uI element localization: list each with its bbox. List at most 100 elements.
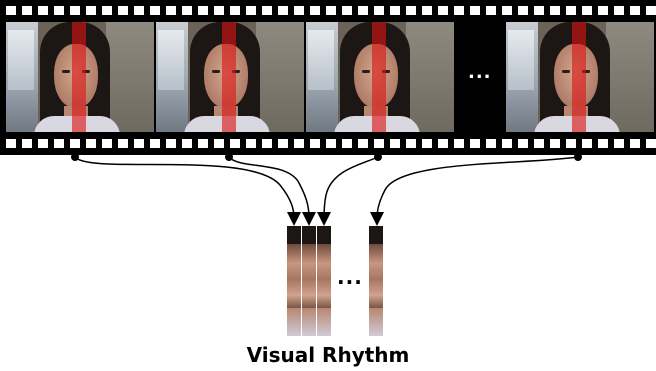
sprocket-hole <box>374 139 384 148</box>
arrowhead-2 <box>302 212 316 226</box>
sprocket-hole <box>406 6 416 15</box>
film-ellipsis: ... <box>468 62 492 83</box>
sprocket-hole <box>246 139 256 148</box>
sprocket-hole <box>502 139 512 148</box>
sprocket-hole <box>422 6 432 15</box>
sprocket-hole <box>342 139 352 148</box>
arrowhead-3 <box>317 212 331 226</box>
sprocket-hole <box>294 6 304 15</box>
sprocket-hole <box>566 6 576 15</box>
sprocket-hole <box>294 139 304 148</box>
sprocket-hole <box>310 6 320 15</box>
sprocket-hole <box>134 6 144 15</box>
sprocket-hole <box>518 6 528 15</box>
sprocket-hole <box>86 6 96 15</box>
sprocket-hole <box>646 139 656 148</box>
sprocket-hole <box>262 139 272 148</box>
sprocket-hole <box>470 139 480 148</box>
sprocket-hole <box>534 6 544 15</box>
arrow-1 <box>74 156 295 219</box>
sprocket-hole <box>262 6 272 15</box>
arrow-n <box>376 156 579 219</box>
sprocket-hole <box>454 6 464 15</box>
sprocket-hole <box>630 139 640 148</box>
sprocket-hole <box>150 139 160 148</box>
sprocket-hole <box>118 139 128 148</box>
film-sprocket-holes-top <box>0 6 656 16</box>
sprocket-hole <box>70 139 80 148</box>
film-strip: ... <box>0 0 656 155</box>
sprocket-hole <box>86 139 96 148</box>
sprocket-hole <box>534 139 544 148</box>
sprocket-hole <box>22 6 32 15</box>
sprocket-hole <box>182 6 192 15</box>
scan-line-marker <box>572 22 586 132</box>
sprocket-hole <box>470 6 480 15</box>
sprocket-hole <box>70 6 80 15</box>
sprocket-hole <box>390 6 400 15</box>
sprocket-hole <box>582 6 592 15</box>
sprocket-hole <box>230 6 240 15</box>
sprocket-hole <box>22 139 32 148</box>
video-frame-n <box>506 22 654 132</box>
sprocket-hole <box>214 6 224 15</box>
video-frame-2 <box>156 22 304 132</box>
sprocket-hole <box>326 139 336 148</box>
sprocket-hole <box>38 139 48 148</box>
sprocket-hole <box>358 139 368 148</box>
arrow-3 <box>323 156 379 219</box>
sprocket-hole <box>582 139 592 148</box>
scan-line-marker <box>222 22 236 132</box>
rhythm-ellipsis: ... <box>337 265 363 289</box>
rhythm-slice-1 <box>287 226 301 336</box>
rhythm-slice-3 <box>317 226 331 336</box>
sprocket-hole <box>326 6 336 15</box>
sprocket-hole <box>518 139 528 148</box>
sprocket-hole <box>38 6 48 15</box>
sprocket-hole <box>6 139 16 148</box>
sprocket-hole <box>150 6 160 15</box>
arrow-2 <box>228 156 310 219</box>
sprocket-hole <box>310 139 320 148</box>
sprocket-hole <box>438 6 448 15</box>
sprocket-hole <box>406 139 416 148</box>
video-frame-1 <box>6 22 154 132</box>
sprocket-hole <box>374 6 384 15</box>
sprocket-hole <box>358 6 368 15</box>
arrowhead-n <box>370 212 384 226</box>
sprocket-hole <box>614 6 624 15</box>
rhythm-slice-n <box>369 226 383 336</box>
sprocket-hole <box>198 6 208 15</box>
sprocket-hole <box>422 139 432 148</box>
sprocket-hole <box>54 139 64 148</box>
sprocket-hole <box>390 139 400 148</box>
sprocket-hole <box>614 139 624 148</box>
sprocket-hole <box>182 139 192 148</box>
arrowhead-1 <box>287 212 301 226</box>
sprocket-hole <box>598 6 608 15</box>
sprocket-hole <box>166 139 176 148</box>
scan-line-marker <box>372 22 386 132</box>
sprocket-hole <box>54 6 64 15</box>
sprocket-hole <box>646 6 656 15</box>
film-sprocket-holes-bottom <box>0 139 656 149</box>
sprocket-hole <box>486 139 496 148</box>
rhythm-slice-2 <box>302 226 316 336</box>
sprocket-hole <box>102 6 112 15</box>
sprocket-hole <box>486 6 496 15</box>
sprocket-hole <box>454 139 464 148</box>
sprocket-hole <box>438 139 448 148</box>
caption: Visual Rhythm <box>246 343 410 367</box>
sprocket-hole <box>630 6 640 15</box>
sprocket-hole <box>278 139 288 148</box>
sprocket-hole <box>278 6 288 15</box>
sprocket-hole <box>118 6 128 15</box>
sprocket-hole <box>246 6 256 15</box>
sprocket-hole <box>6 6 16 15</box>
sprocket-hole <box>214 139 224 148</box>
sprocket-hole <box>230 139 240 148</box>
sprocket-hole <box>598 139 608 148</box>
sprocket-hole <box>102 139 112 148</box>
sprocket-hole <box>566 139 576 148</box>
omitted-frames <box>456 22 504 132</box>
